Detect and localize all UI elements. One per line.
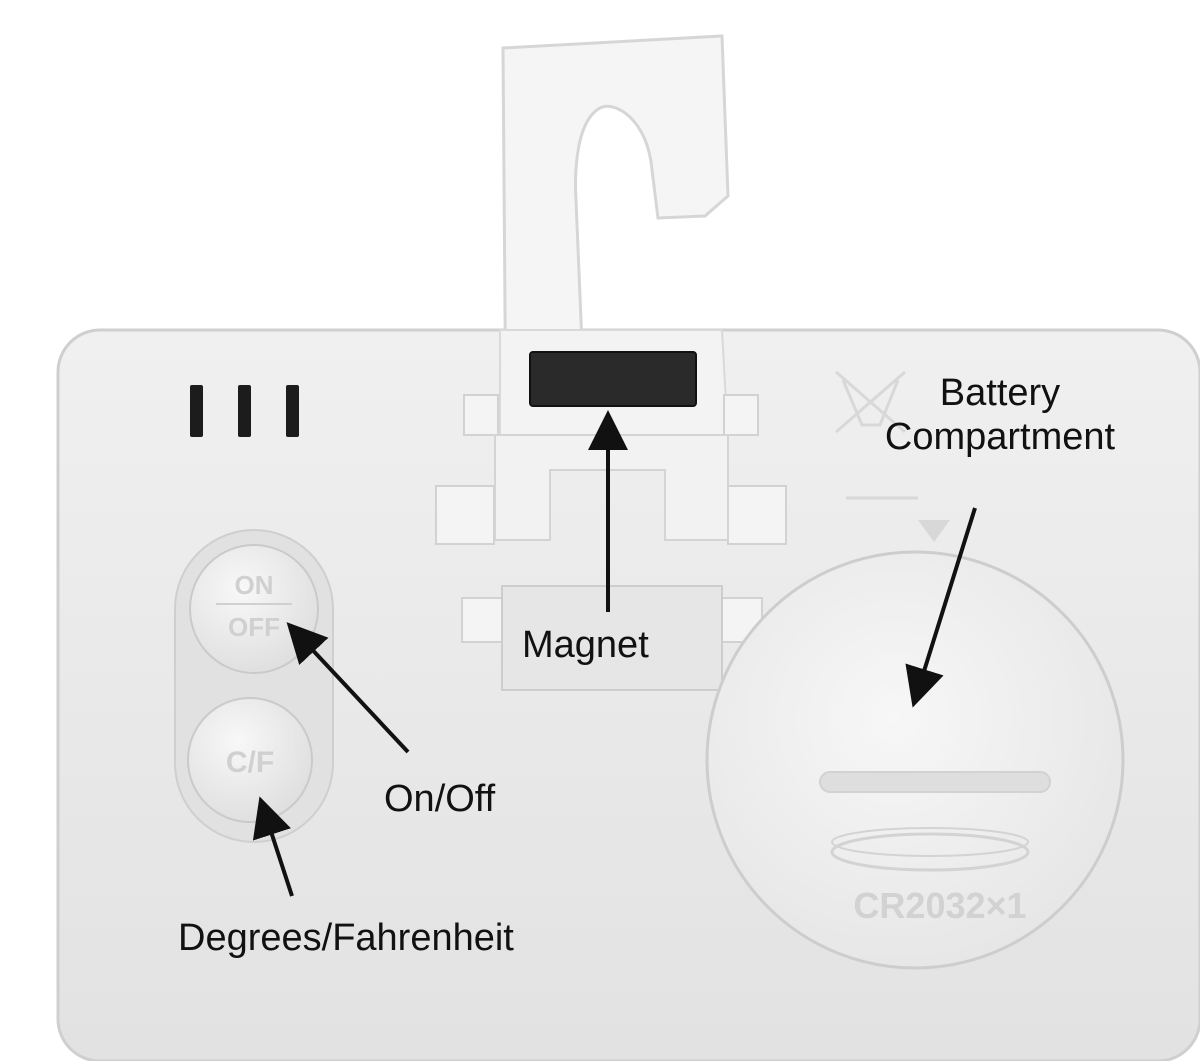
coin-cell-icon: [830, 832, 1030, 872]
celsius-fahrenheit-button[interactable]: C/F: [187, 697, 313, 823]
label-on-off: On/Off: [384, 778, 496, 820]
on-off-button[interactable]: ON OFF: [189, 544, 319, 674]
on-off-button-label-bottom: OFF: [228, 612, 280, 642]
celsius-fahrenheit-button-label: C/F: [226, 746, 274, 779]
vent-slots: [190, 385, 299, 437]
arrow-degrees: [252, 796, 294, 897]
magnet: [529, 351, 697, 407]
arrow-battery: [905, 507, 977, 708]
label-battery-line2: Compartment: [884, 415, 1116, 458]
label-battery-line1: Battery: [939, 372, 1061, 414]
battery-cover-label: CR2032×1: [853, 885, 1026, 926]
battery-cover[interactable]: CR2032×1: [705, 550, 1125, 970]
arrow-onoff: [286, 622, 410, 754]
on-off-button-label-top: ON: [235, 570, 274, 600]
label-battery-compartment: Battery Compartment: [790, 372, 1200, 459]
label-magnet: Magnet: [522, 624, 649, 666]
callout-arrows: [252, 410, 977, 897]
label-degrees-fahrenheit: Degrees/Fahrenheit: [178, 917, 514, 959]
clip-frame: [435, 394, 787, 691]
